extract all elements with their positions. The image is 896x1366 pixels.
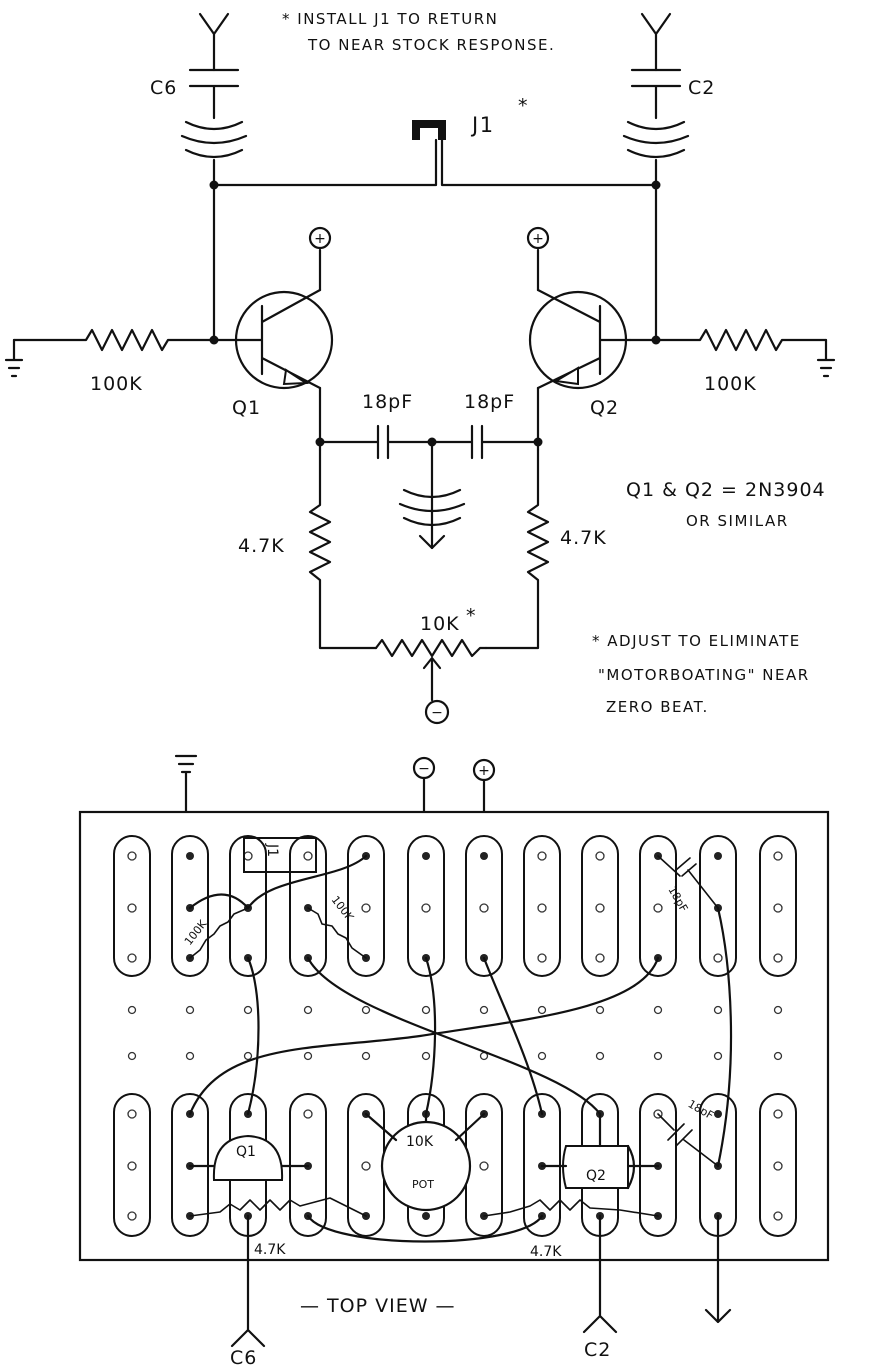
c2-label: C2 (688, 77, 715, 99)
capacitor-c6-symbol (188, 68, 240, 120)
transistor-spec-line1: Q1 & Q2 = 2N3904 (626, 479, 826, 501)
board-q1: Q1 (188, 1134, 310, 1181)
board-r-4k7-right-label: 4.7K (530, 1244, 562, 1260)
svg-text:−: − (431, 705, 443, 721)
board-ground-symbol (174, 754, 198, 854)
wire-j1-to-100k (246, 854, 368, 910)
board-r-4k7-right (483, 1199, 659, 1217)
q1-label: Q1 (232, 397, 261, 419)
resistor-100k-right (628, 328, 828, 352)
board-title: — TOP VIEW — (300, 1295, 456, 1317)
antenna-right-symbol (640, 12, 672, 72)
coil-left-symbol (180, 120, 248, 187)
wire-q1-base (246, 956, 260, 1116)
capacitor-c2-symbol (630, 68, 682, 120)
svg-text:Q1: Q1 (236, 1144, 256, 1160)
board-q2: Q2 (540, 1112, 660, 1190)
minus-terminal: − (424, 699, 450, 725)
adjust-note-line1: * ADJUST TO ELIMINATE (592, 632, 801, 650)
r-4k7-left-label: 4.7K (238, 535, 285, 557)
wire-top-loop (188, 893, 250, 910)
transistor-spec-line2: OR SIMILAR (686, 512, 789, 530)
j1-label: J1 (470, 113, 495, 137)
board-j1-jumper: J1 (243, 837, 317, 873)
j1-star: * (518, 95, 529, 117)
wire-cross-b (188, 956, 660, 1116)
coil-center-symbol (398, 440, 466, 550)
ground-right-symbol (816, 338, 836, 378)
board-c6-label: C6 (230, 1347, 257, 1366)
potentiometer-10k-symbol (374, 638, 488, 702)
svg-text:Q2: Q2 (586, 1168, 606, 1184)
svg-text:−: − (418, 761, 430, 777)
adjust-note-line2: "MOTORBOATING" NEAR (598, 666, 810, 684)
q2-label: Q2 (590, 397, 619, 419)
jumper-j1-symbol (412, 120, 446, 140)
schematic: C6 C2 J1 * * INSTALL J1 TO RETURN TO NEA… (4, 10, 836, 725)
cap-18pf-right-label: 18pF (464, 391, 515, 413)
wire-cross-a (306, 956, 602, 1116)
wire-q2-collector (482, 956, 544, 1116)
plus-terminal-q2: + (526, 226, 550, 250)
board-r-4k7-left (189, 1197, 367, 1217)
svg-text:POT: POT (412, 1178, 434, 1191)
resistor-4k7-right (484, 448, 550, 650)
r-100k-left-label: 100K (90, 373, 143, 395)
transistor-q2-symbol (528, 248, 632, 452)
antenna-left-symbol (198, 12, 230, 72)
board-top-view: − + (78, 754, 830, 1366)
svg-text:+: + (532, 231, 544, 247)
j1-note-line1: * INSTALL J1 TO RETURN (282, 10, 498, 28)
svg-text:+: + (478, 763, 490, 779)
cap-18pf-left-label: 18pF (362, 391, 413, 413)
board-antenna-c2 (582, 1214, 618, 1334)
pot-10k-label: 10K (420, 613, 460, 635)
holes-middle (127, 1005, 783, 1061)
board-pot: 10K POT (364, 1112, 486, 1212)
wire-emitter-link (306, 1214, 544, 1243)
c6-label: C6 (150, 77, 177, 99)
r-100k-right-label: 100K (704, 373, 757, 395)
j1-note-line2: TO NEAR STOCK RESPONSE. (307, 36, 555, 54)
coil-right-symbol (622, 120, 690, 187)
wire-right-side (716, 906, 733, 1168)
plus-terminal-q1: + (308, 226, 332, 250)
r-4k7-right-label: 4.7K (560, 527, 607, 549)
bus-top (212, 138, 658, 187)
pot-star: * (466, 605, 477, 627)
board-c2-label: C2 (584, 1339, 611, 1361)
resistor-100k-left (12, 328, 240, 352)
board-r-4k7-left-label: 4.7K (254, 1242, 286, 1258)
wire-pot-center (424, 956, 437, 1116)
svg-text:+: + (314, 231, 326, 247)
board-ground-arrow (704, 1214, 732, 1324)
board-antenna-c6 (230, 1214, 266, 1348)
ground-left-symbol (4, 338, 24, 378)
resistor-4k7-left (308, 448, 378, 650)
adjust-note-line3: ZERO BEAT. (606, 698, 709, 716)
svg-text:10K: 10K (406, 1134, 434, 1150)
svg-text:J1: J1 (264, 843, 280, 857)
transistor-q1-symbol (234, 248, 334, 452)
